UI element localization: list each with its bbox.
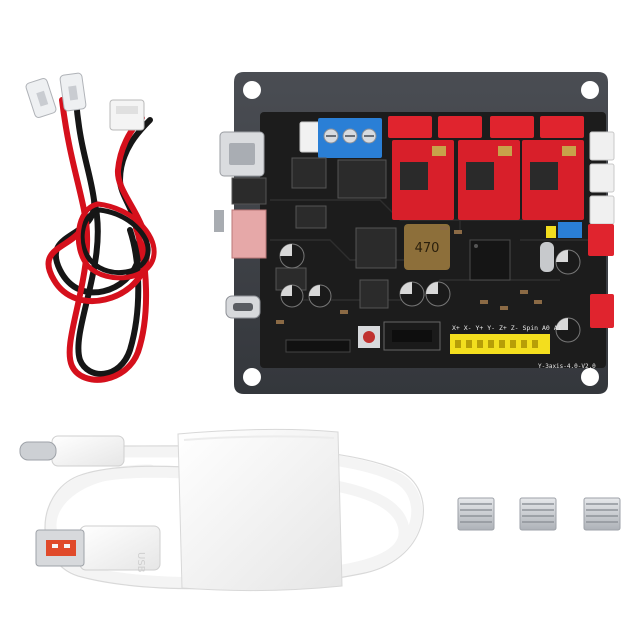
board-version-label: Y-3axis-4.0-V2.0 [538,363,596,370]
reset-button [358,326,380,348]
heatsinks [457,497,621,531]
mcu-chip [469,239,511,281]
power-components [231,157,397,309]
stepper-drivers [392,140,584,220]
crimp-terminals [25,72,87,118]
header-labels: X+ X- Y+ Y- Z+ Z- Spin A0 A1 [452,324,562,332]
pin-header-left [285,339,351,353]
heatsink-3 [583,497,621,531]
mount-hole-bl [243,368,261,386]
electrolytic-capacitors [279,243,581,343]
heatsink-2 [519,497,557,531]
usb-cable: USB [19,428,424,592]
limit-switch-connectors [589,131,615,225]
mount-hole-tl [243,81,261,99]
crystal [540,242,554,272]
stepper-driver-x [392,140,454,220]
yellow-pin-header [450,334,550,354]
usb-a-label: USB [135,552,146,573]
inductor-label: 470 [415,241,440,256]
mount-hole-br [581,368,599,386]
usb-c-plug [19,435,125,467]
power-slide-switch [214,209,267,259]
usb-a-plug: USB [35,525,161,573]
spindle-connectors [588,224,614,328]
smd-components [276,226,542,324]
cable-wrap-band [177,428,343,592]
power-terminal-block [318,118,382,158]
jumper-block [546,222,582,238]
control-board: 470 [214,72,615,394]
jst-plug [109,99,145,131]
mount-hole-tr [581,81,599,99]
inductor: 470 [404,224,450,270]
stepper-driver-y [458,140,520,220]
red-wire [45,97,151,383]
power-cable [25,72,157,383]
heatsink-1 [457,497,495,531]
driver-header-connectors [388,116,584,138]
stepper-driver-z [522,140,584,220]
